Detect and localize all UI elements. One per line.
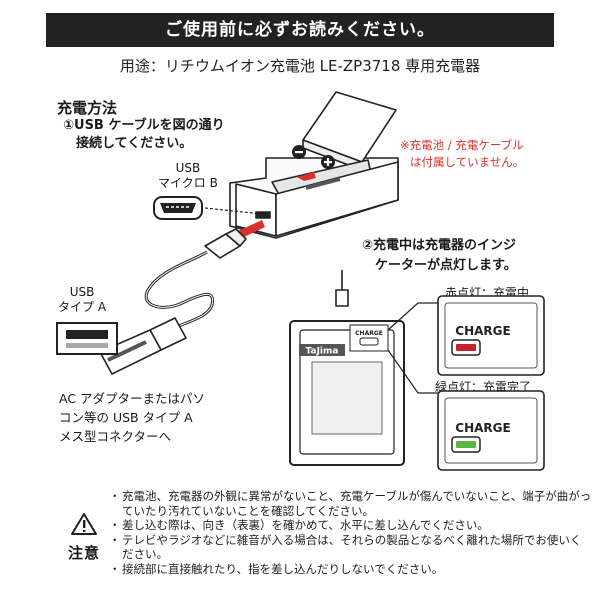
ac-note-line-3: メス型コネクターへ (59, 429, 172, 444)
charger-illustration (229, 91, 399, 239)
header-title: ご使用前に必ずお読みください。 (165, 20, 435, 40)
charger-front-view: TaJima CHARGE (289, 270, 405, 466)
usb-micro-port (153, 196, 203, 220)
usb-type-a-line-1: USB (69, 285, 95, 299)
red-indicator-callout: CHARGE (437, 295, 545, 376)
caution-item: 充電池、充電器の外観に異常がないこと、充電ケーブルが傷んでいないこと、端子が曲が… (109, 489, 592, 518)
header-banner: ご使用前に必ずお読みください。 (46, 13, 554, 47)
ac-note-line-2: コン等の USB タイプ A (59, 410, 193, 425)
green-lamp (456, 441, 476, 448)
ac-note-line-1: AC アダプターまたはパソ (59, 391, 206, 406)
caution-item: 差し込む際は、向き（表裏）を確かめて、水平に差し込んでください。 (109, 518, 592, 533)
usb-cable (144, 250, 215, 332)
product-subtitle: 用途：リチウムイオン充電池 LE-ZP3718 専用充電器 (119, 57, 481, 75)
charger-brand-logo: TaJima (306, 347, 339, 357)
charge-label-green: CHARGE (455, 421, 510, 435)
caution-item: テレビやラジオなどに雑音が入る場合は、それらの製品となるべく離れた場所でお使いく… (109, 533, 592, 562)
red-lamp (456, 344, 476, 351)
port-pointer-line (204, 207, 263, 215)
charge-label-red: CHARGE (455, 324, 510, 338)
not-included-note: ※充電池 / 充電ケーブル は付属していません。 (400, 137, 524, 171)
usb-micro-plug (204, 228, 247, 259)
step-2-instruction: ②充電中は充電器のインジ ケーターが点灯します。 (362, 236, 517, 276)
step-2-line-1: ②充電中は充電器のインジ (362, 238, 517, 253)
caution-label: 注意 (67, 544, 100, 562)
insert-arrow-cable (238, 220, 265, 238)
battery-terminals (292, 145, 335, 169)
green-indicator-callout: CHARGE (437, 390, 545, 471)
usb-type-a-line-2: タイプ A (58, 300, 107, 314)
small-charge-label: CHARGE (355, 330, 383, 337)
usb-micro-line-2: マイクロ B (158, 176, 218, 190)
caution-block: 注意 (59, 538, 109, 563)
step-1-instruction: ①USB ケーブルを図の通り 接続してください。 (63, 117, 225, 153)
usb-micro-b-label: USB マイクロ B (158, 161, 218, 191)
caution-item: 接続部に直接触れたり、指を差し込んだりしないでください。 (109, 562, 592, 577)
not-included-line-2: は付属していません。 (410, 155, 525, 169)
step-1-line-2: 接続してください。 (76, 136, 193, 151)
ac-adapter-note: AC アダプターまたはパソ コン等の USB タイプ A メス型コネクターへ (59, 389, 205, 446)
usb-micro-line-1: USB (175, 161, 201, 175)
not-included-line-1: ※充電池 / 充電ケーブル (400, 138, 524, 152)
method-title: 充電方法 (57, 99, 118, 117)
callout-lines (387, 302, 438, 394)
usb-type-a-label: USB タイプ A (58, 285, 106, 315)
usb-a-port (56, 322, 118, 355)
usb-a-plug (99, 317, 187, 375)
insert-arrow-battery (297, 172, 316, 181)
step-1-line-1: ①USB ケーブルを図の通り (63, 118, 225, 133)
caution-list: 充電池、充電器の外観に異常がないこと、充電ケーブルが傷んでいないこと、端子が曲が… (109, 489, 592, 577)
warning-triangle-icon (71, 513, 97, 535)
step-2-line-2: ケーターが点灯します。 (375, 258, 517, 273)
